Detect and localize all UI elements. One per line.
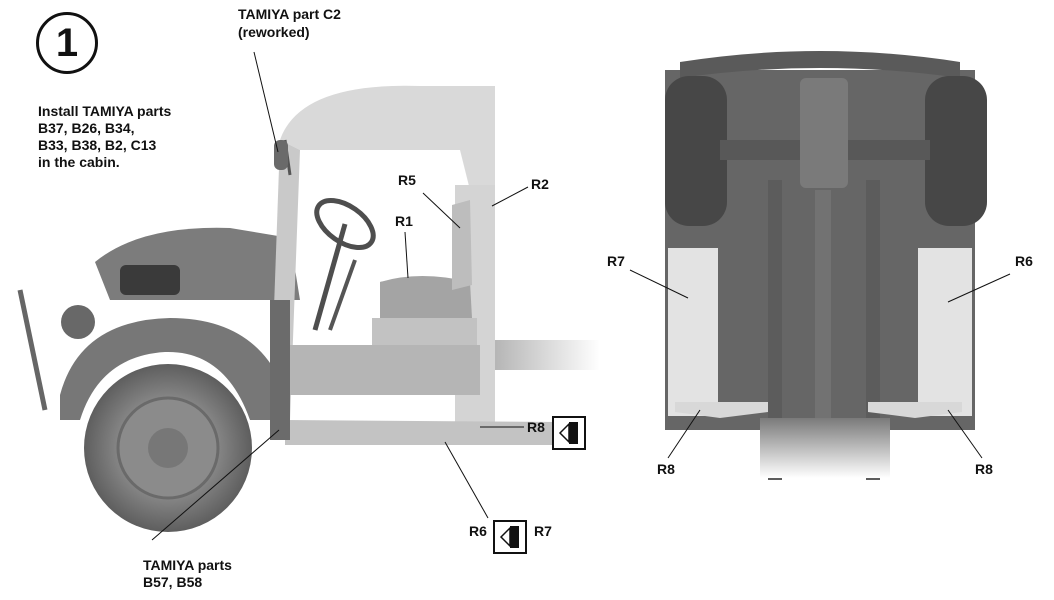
- label-r1: R1: [395, 213, 413, 229]
- label-underside-r6: R6: [1015, 253, 1033, 269]
- truck-underside-photo: [665, 51, 987, 480]
- mirror-symmetry-icon: [493, 520, 527, 554]
- truck-side-photo: [17, 85, 600, 532]
- label-r6: R6: [469, 523, 487, 539]
- label-r2: R2: [531, 176, 549, 192]
- callout-bottom-parts: TAMIYA parts B57, B58: [143, 557, 232, 590]
- label-r7: R7: [534, 523, 552, 539]
- label-r5: R5: [398, 172, 416, 188]
- leader-lines: [151, 51, 1011, 541]
- label-underside-r8-left: R8: [657, 461, 675, 477]
- label-underside-r7: R7: [607, 253, 625, 269]
- callout-c2-note: (reworked): [238, 24, 310, 40]
- label-underside-r8-right: R8: [975, 461, 993, 477]
- mirror-symmetry-icon: [552, 416, 586, 450]
- callout-c2-part: TAMIYA part C2: [238, 6, 341, 22]
- step-number-badge: 1: [36, 12, 98, 74]
- label-r8: R8: [527, 419, 545, 435]
- install-instructions: Install TAMIYA parts B37, B26, B34, B33,…: [38, 103, 172, 170]
